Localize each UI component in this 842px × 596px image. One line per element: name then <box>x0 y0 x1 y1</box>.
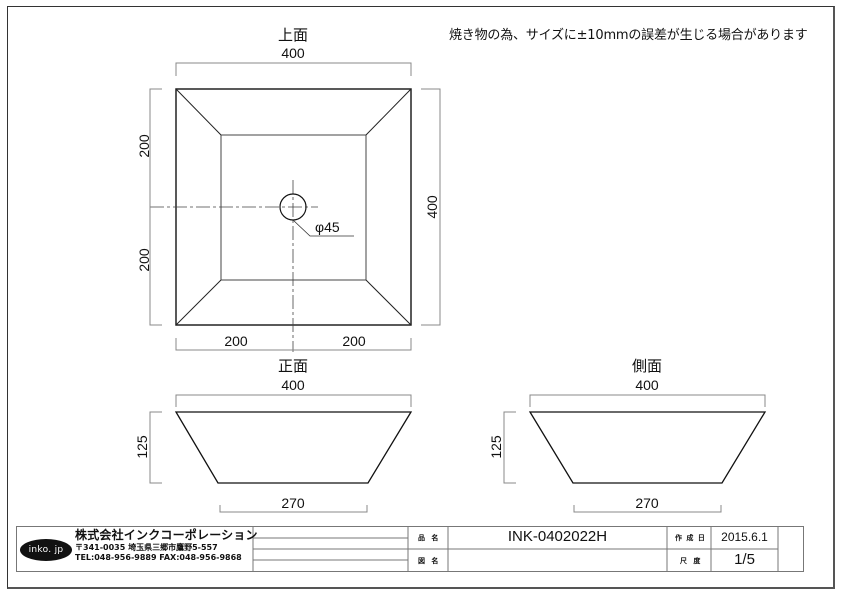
bottom-left-dim: 200 <box>224 333 248 349</box>
front-bottom-dim-line <box>219 505 368 513</box>
drawing-name-label: 図 名 <box>418 557 441 565</box>
front-height-dim-line <box>149 411 162 484</box>
title-block <box>16 526 804 572</box>
corner-line <box>175 88 222 136</box>
front-height-dim: 125 <box>134 435 150 459</box>
front-view-title: 正面 <box>278 358 308 375</box>
created-date-label: 作 成 日 <box>675 534 706 542</box>
drawing-frame <box>7 6 835 589</box>
side-bottom-dim-line <box>573 505 722 513</box>
side-height-dim-line <box>503 411 516 484</box>
tolerance-note: 焼き物の為、サイズに±10mmの誤差が生じる場合があります <box>449 28 808 43</box>
company-info: 株式会社インクコーポレーション 〒341-0035 埼玉県三郷市鷹野5-557 … <box>75 529 258 562</box>
side-top-dim-line <box>529 394 766 407</box>
side-top-width-dim: 400 <box>635 377 659 393</box>
front-profile <box>174 411 413 484</box>
top-width-dim: 400 <box>281 45 305 61</box>
corner-line <box>365 88 412 136</box>
basin-inner-bottom <box>220 134 367 281</box>
front-top-width-dim: 400 <box>281 377 305 393</box>
company-name: 株式会社インクコーポレーション <box>75 528 258 542</box>
drain-diameter-label: φ45 <box>315 219 340 235</box>
bottom-width-dim-line <box>175 338 412 351</box>
title-block-grid <box>252 526 779 572</box>
corner-line <box>365 279 412 326</box>
company-contact: TEL:048-956-9889 FAX:048-956-9868 <box>75 553 242 562</box>
right-height-dim-line <box>421 88 441 326</box>
side-profile <box>528 411 767 484</box>
front-view: 正面 400 125 270 <box>134 358 413 513</box>
drain-leader-line <box>292 219 354 237</box>
top-view-title: 上面 <box>278 27 308 44</box>
product-name-label: 品 名 <box>418 534 441 542</box>
created-date-value: 2015.6.1 <box>721 530 768 544</box>
right-height-dim: 400 <box>424 195 440 219</box>
company-logo: inko. jp <box>20 539 72 561</box>
side-bottom-width-dim: 270 <box>635 495 659 511</box>
front-bottom-width-dim: 270 <box>281 495 305 511</box>
scale-label: 尺 度 <box>680 557 703 565</box>
front-top-dim-line <box>175 394 412 407</box>
left-upper-dim: 200 <box>136 134 152 158</box>
product-name-value: INK-0402022H <box>507 528 608 545</box>
corner-line <box>175 279 222 326</box>
side-height-dim: 125 <box>488 435 504 459</box>
side-view: 側面 400 125 270 <box>488 358 767 513</box>
company-address: 〒341-0035 埼玉県三郷市鷹野5-557 <box>75 543 218 552</box>
top-width-dim-line <box>175 62 412 76</box>
scale-value: 1/5 <box>734 551 755 568</box>
bottom-right-dim: 200 <box>342 333 366 349</box>
top-view: 上面 400 φ45 200 200 400 <box>136 27 441 352</box>
left-lower-dim: 200 <box>136 248 152 272</box>
side-view-title: 側面 <box>632 358 662 375</box>
left-height-dim-line <box>149 88 162 326</box>
